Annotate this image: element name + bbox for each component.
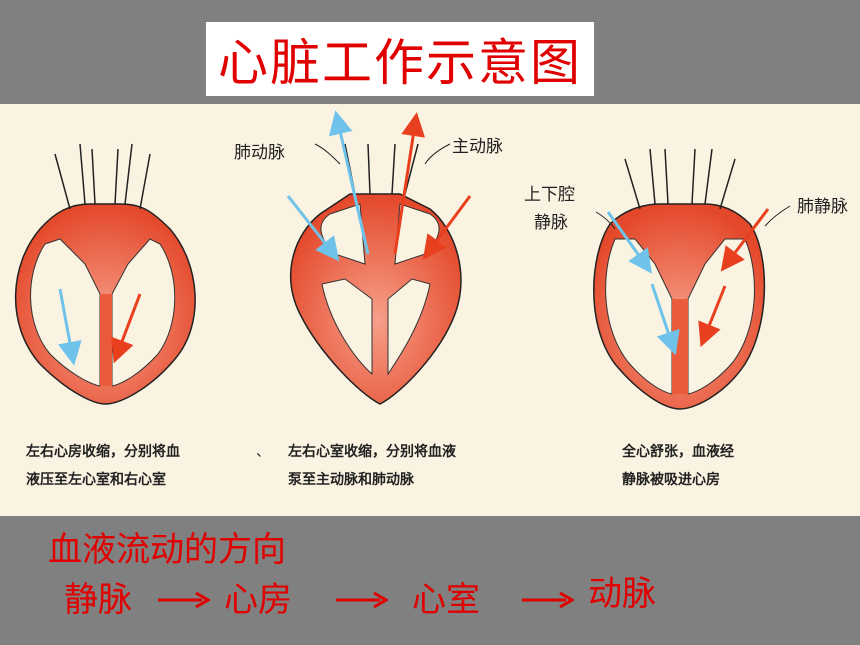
page-title: 心脏工作示意图 <box>218 34 582 92</box>
heart-diagram-svg <box>14 110 791 410</box>
heart-ventricular-systole <box>286 110 472 405</box>
label-pulmonary-artery: 肺动脉 <box>234 143 285 163</box>
diagram-panel: 肺动脉 主动脉 上下腔 静脉 肺静脉 左右心房收缩，分别将血 液压至左心室和右心… <box>0 104 860 516</box>
heart-atrial-systole <box>14 143 196 405</box>
flow-step-ventricles: 心室 <box>412 580 480 620</box>
flow-arrow-blue <box>286 195 340 262</box>
caption-diastole: 全心舒张，血液经 静脉被吸进心房 <box>622 438 734 494</box>
label-vena-cava-line1: 上下腔 <box>524 185 575 205</box>
flow-step-veins: 静脉 <box>64 580 132 620</box>
flow-arrow-blue <box>58 288 82 366</box>
flow-direction-title: 血液流动的方向 <box>48 530 286 570</box>
flow-arrow-blue <box>606 211 652 274</box>
flow-arrow-red <box>393 112 426 255</box>
flow-arrow-icon <box>336 591 388 609</box>
label-pulmonary-vein: 肺静脉 <box>797 197 848 217</box>
flow-arrow-red <box>422 195 472 260</box>
flow-arrow-blue <box>650 283 680 356</box>
flow-arrow-red <box>720 208 770 272</box>
caption-line: 左右心室收缩，分别将血液 <box>288 444 456 460</box>
caption-ventricular-systole: 左右心室收缩，分别将血液 泵至主动脉和肺动脉 <box>288 438 456 494</box>
caption-line: 静脉被吸进心房 <box>622 472 720 488</box>
flow-arrow-red <box>111 293 142 364</box>
caption-line: 液压至左心室和右心室 <box>26 472 166 488</box>
flow-arrow-icon <box>158 591 210 609</box>
label-aorta: 主动脉 <box>452 137 503 157</box>
flow-arrow-icon <box>522 591 574 609</box>
heart-diastole <box>593 148 791 410</box>
title-box: 心脏工作示意图 <box>206 22 594 96</box>
flow-step-arteries: 动脉 <box>588 574 656 614</box>
label-vena-cava-line2: 静脉 <box>534 213 568 233</box>
flow-arrow-blue <box>328 110 370 255</box>
flow-step-atria: 心房 <box>224 580 292 620</box>
caption-line: 泵至主动脉和肺动脉 <box>288 472 414 488</box>
flow-arrow-red <box>698 285 727 348</box>
caption-line: 全心舒张，血液经 <box>622 444 734 460</box>
caption-atrial-systole: 左右心房收缩，分别将血 液压至左心室和右心室 <box>26 438 180 494</box>
separator-mark: 、 <box>256 444 270 460</box>
caption-line: 左右心房收缩，分别将血 <box>26 444 180 460</box>
